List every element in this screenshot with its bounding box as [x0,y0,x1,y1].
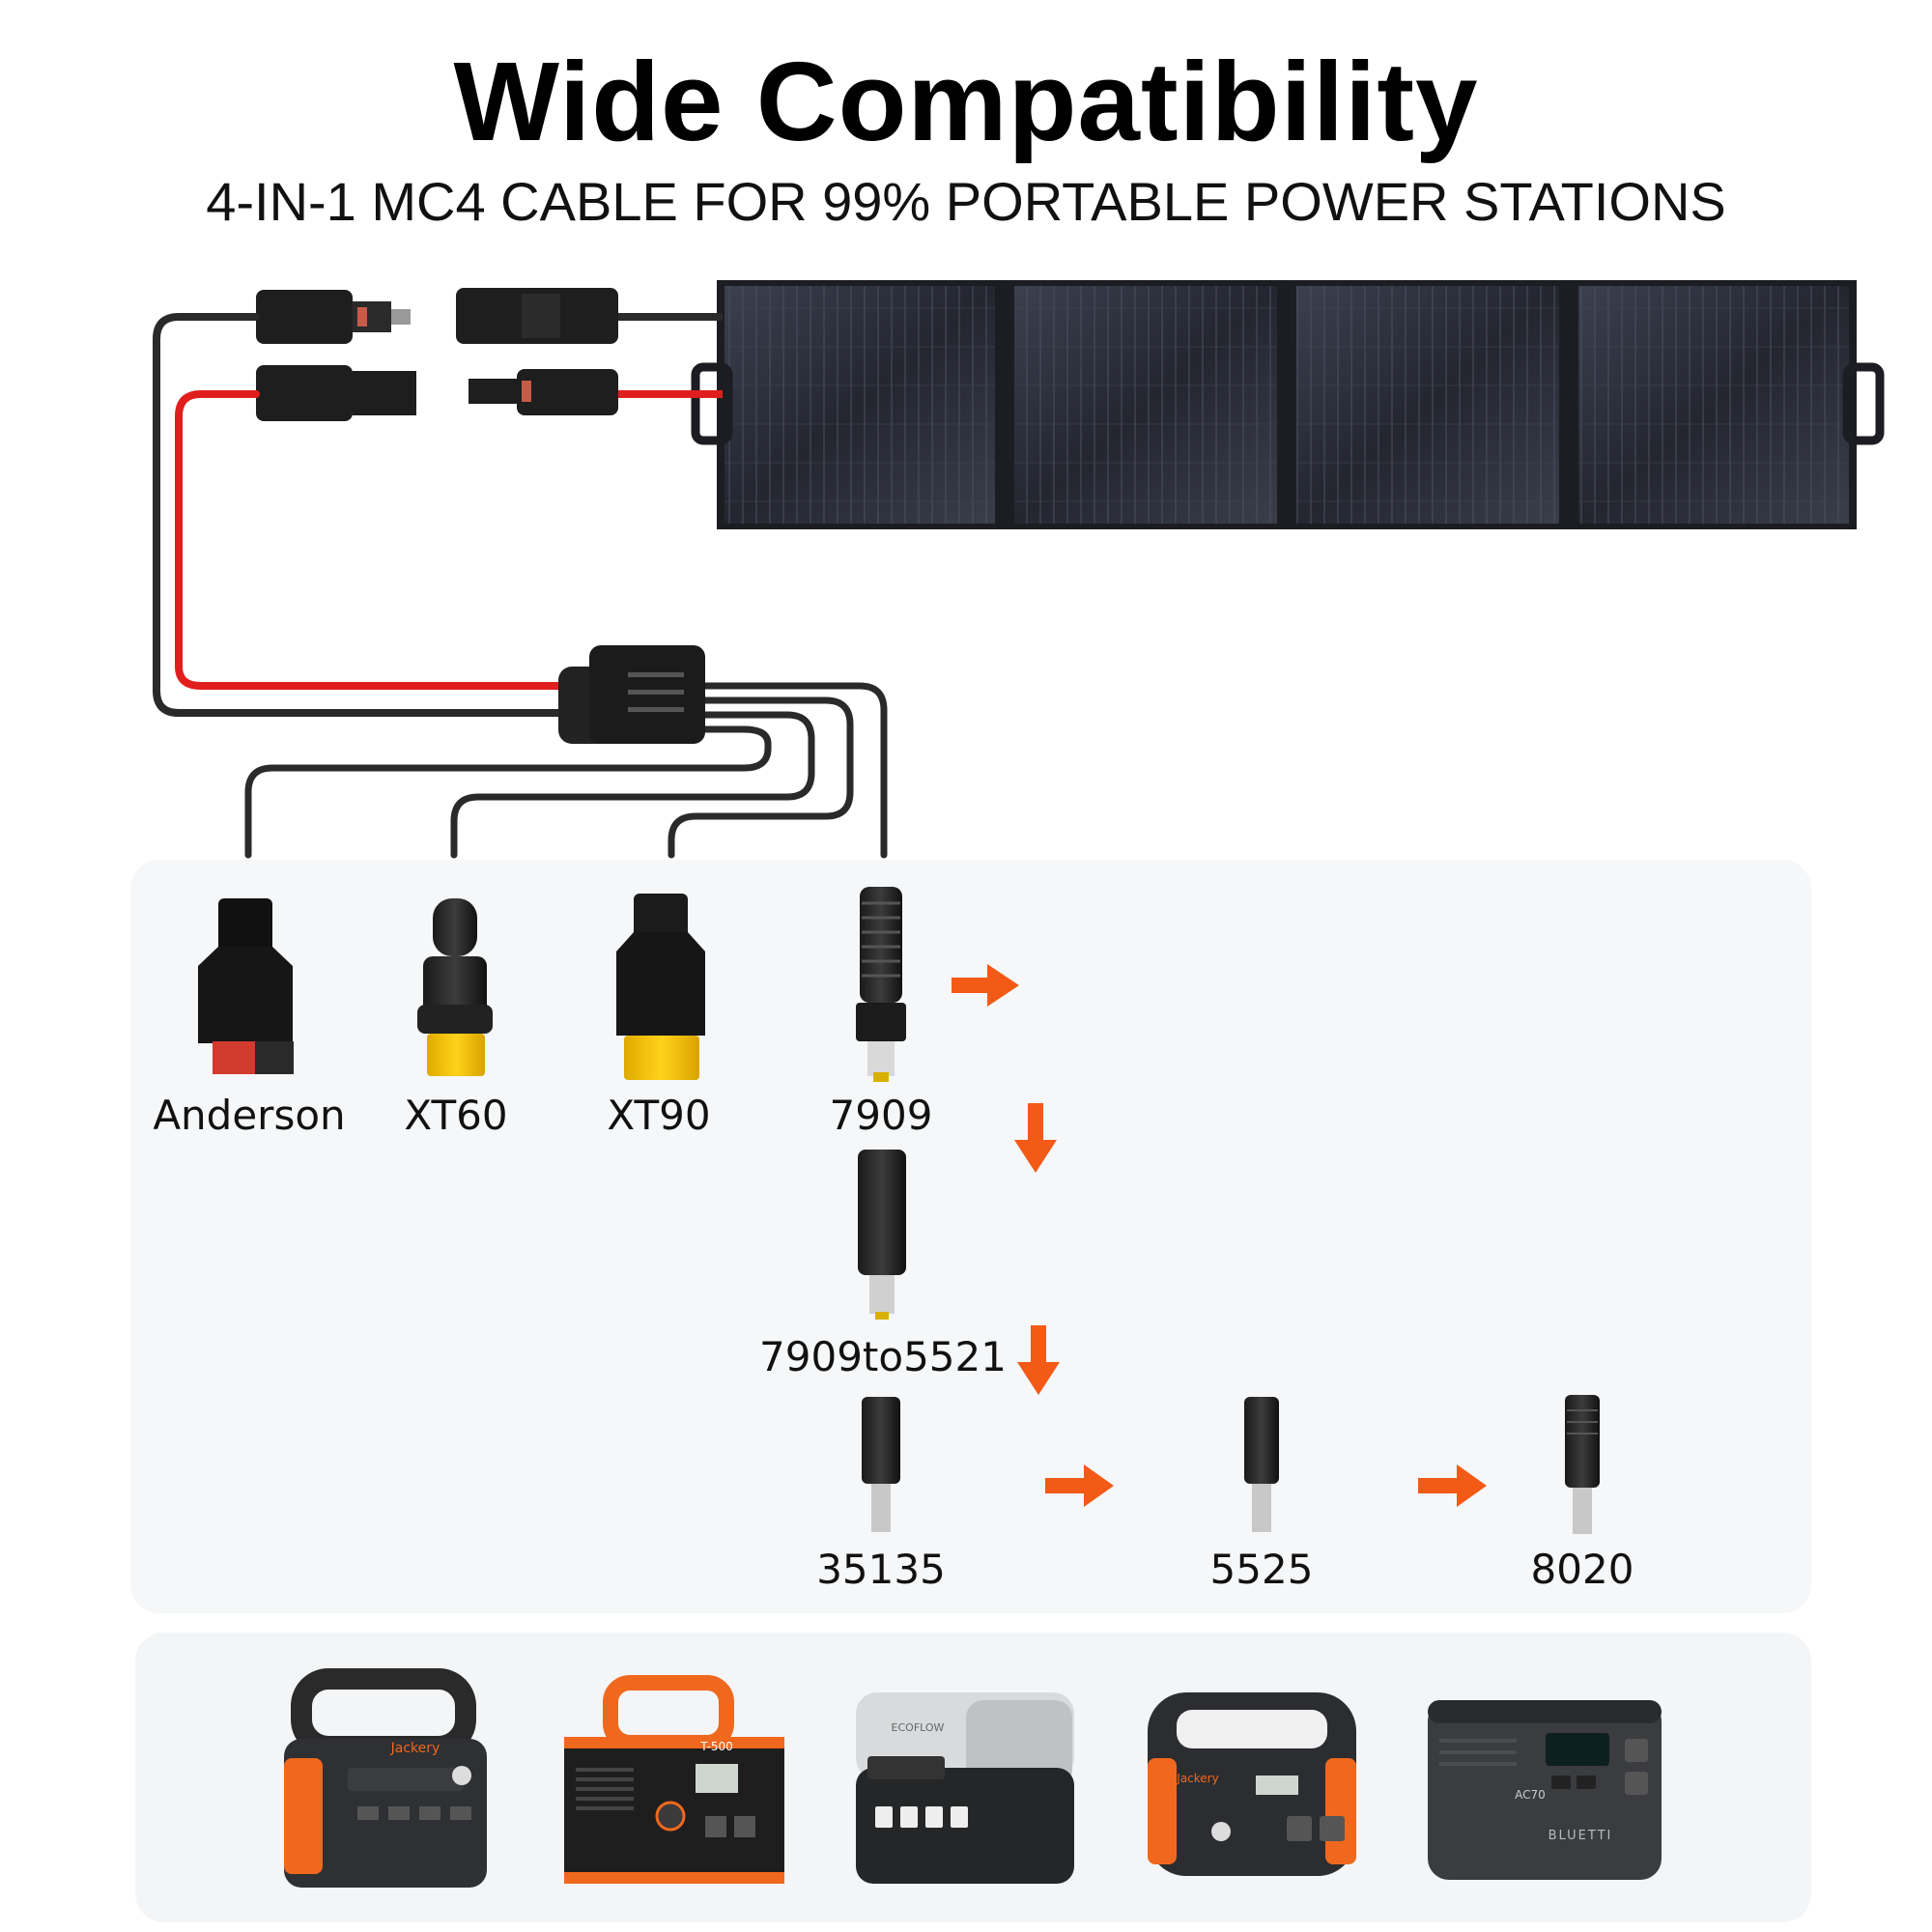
power-station-5: AC70 BLUETTI [1428,1700,1662,1880]
arrow-right-3 [1418,1464,1487,1507]
label-5525: 5525 [1209,1546,1314,1593]
power-station-1: Jackery [284,1668,487,1888]
station-1-brand: Jackery [390,1741,440,1756]
arrow-down-2 [1017,1325,1060,1395]
label-xt60: XT60 [404,1092,508,1139]
junction-hub [558,645,705,744]
cables [153,313,888,859]
station-3-brand: ECOFLOW [892,1721,945,1734]
panel-leads [618,313,723,398]
arrow-right-1 [952,964,1019,1007]
anderson-connector [198,898,294,1074]
station-2-model: T-500 [699,1740,732,1753]
label-8020: 8020 [1530,1546,1634,1593]
label-35135: 35135 [816,1546,946,1593]
8020-connector [1565,1395,1600,1534]
arrow-right-2 [1045,1464,1114,1507]
xt90-connector [616,894,705,1080]
label-7909to5521: 7909to5521 [759,1333,1007,1380]
station-4-brand: Jackery [1176,1772,1218,1785]
power-station-2: T-500 [564,1675,784,1884]
7909-connector [856,887,906,1082]
label-anderson: Anderson [153,1092,346,1139]
7909to5521-connector [858,1150,906,1320]
label-7909: 7909 [829,1092,933,1139]
power-station-3: ECOFLOW [856,1692,1074,1884]
arrow-down-1 [1014,1103,1057,1173]
power-station-4: Jackery [1148,1692,1356,1876]
mc4-connectors [256,288,618,421]
5525-connector [1244,1397,1279,1532]
station-5-model: AC70 [1515,1788,1546,1802]
page-subtitle: 4-IN-1 MC4 CABLE FOR 99% PORTABLE POWER … [206,171,1726,232]
page-title: Wide Compatibility [453,39,1479,164]
35135-connector [862,1397,900,1532]
arrows [952,964,1487,1507]
station-5-brand: BLUETTI [1548,1829,1613,1843]
label-xt90: XT90 [607,1092,711,1139]
xt60-connector [417,898,493,1076]
solar-panel [691,280,1885,529]
